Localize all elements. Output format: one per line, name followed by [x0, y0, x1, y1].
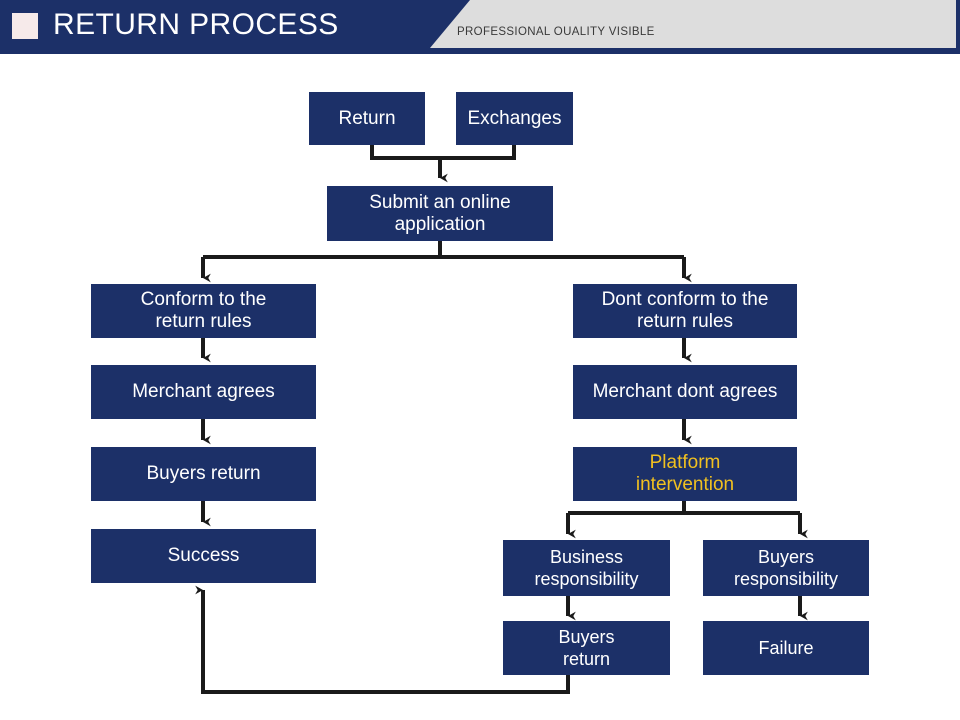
page-title: RETURN PROCESS — [53, 8, 339, 41]
edge-exchanges-to-submit — [440, 145, 516, 160]
node-platform-intervention[interactable]: Platform intervention — [573, 447, 797, 501]
node-conform-rules[interactable]: Conform to the return rules — [91, 284, 316, 338]
node-return[interactable]: Return — [309, 92, 425, 145]
node-success[interactable]: Success — [91, 529, 316, 583]
node-exchanges[interactable]: Exchanges — [456, 92, 573, 145]
node-business-responsibility[interactable]: Business responsibility — [503, 540, 670, 596]
node-failure[interactable]: Failure — [703, 621, 869, 675]
square-logo-icon — [12, 13, 38, 39]
page-subtitle: PROFESSIONAL OUALITY VISIBLE — [457, 26, 655, 38]
node-buyers-return-bottom[interactable]: Buyers return — [503, 621, 670, 675]
edge-return-to-submit — [370, 145, 440, 160]
node-merchant-agrees[interactable]: Merchant agrees — [91, 365, 316, 419]
page-header: RETURN PROCESS PROFESSIONAL OUALITY VISI… — [0, 0, 960, 54]
node-submit-application[interactable]: Submit an online application — [327, 186, 553, 241]
header-underline — [0, 48, 960, 54]
node-buyers-responsibility[interactable]: Buyers responsibility — [703, 540, 869, 596]
header-navy-panel — [0, 0, 470, 48]
node-buyers-return-left[interactable]: Buyers return — [91, 447, 316, 501]
node-merchant-dont-agrees[interactable]: Merchant dont agrees — [573, 365, 797, 419]
node-not-conform-rules[interactable]: Dont conform to the return rules — [573, 284, 797, 338]
